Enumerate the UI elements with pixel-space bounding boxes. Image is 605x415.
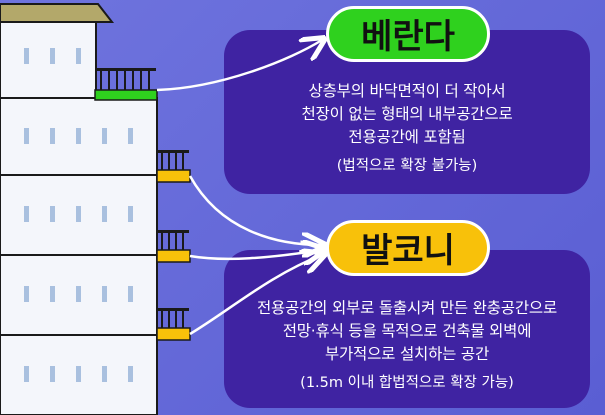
veranda-label: 베란다 xyxy=(326,6,490,62)
balcony-description: 전용공간의 외부로 돌출시켜 만든 완충공간으로 전망·휴식 등을 목적으로 건… xyxy=(224,297,590,366)
windows-floor-3 xyxy=(24,286,133,302)
upper-floor xyxy=(0,21,97,99)
veranda-description: 상층부의 바닥면적이 더 작아서 천장이 없는 형태의 내부공간으로 전용공간에… xyxy=(224,80,590,149)
balcony-railing-1 xyxy=(156,150,191,183)
balcony-note: (1.5m 이내 합법적으로 확장 가능) xyxy=(300,375,514,391)
balcony-line: 전망·휴식 등을 목적으로 건축물 외벽에 xyxy=(282,322,532,340)
balcony-railing-2 xyxy=(156,230,191,263)
veranda-line: 전용공간에 포함됨 xyxy=(348,128,466,146)
balcony-line: 부가적으로 설치하는 공간 xyxy=(324,345,490,363)
windows-top xyxy=(24,48,81,64)
balcony-label: 발코니 xyxy=(326,220,490,276)
roof xyxy=(0,3,115,23)
veranda-line: 천장이 없는 형태의 내부공간으로 xyxy=(301,105,513,123)
veranda-note: (법적으로 확장 불가능) xyxy=(336,158,478,174)
veranda-railing xyxy=(94,68,158,101)
veranda-line: 상층부의 바닥면적이 더 작아서 xyxy=(308,82,506,100)
windows-floor-4 xyxy=(24,366,133,382)
windows-floor-1 xyxy=(24,128,133,144)
windows-floor-2 xyxy=(24,206,133,222)
balcony-line: 전용공간의 외부로 돌출시켜 만든 완충공간으로 xyxy=(256,299,558,317)
balcony-railing-3 xyxy=(156,308,191,341)
main-building xyxy=(0,97,158,415)
